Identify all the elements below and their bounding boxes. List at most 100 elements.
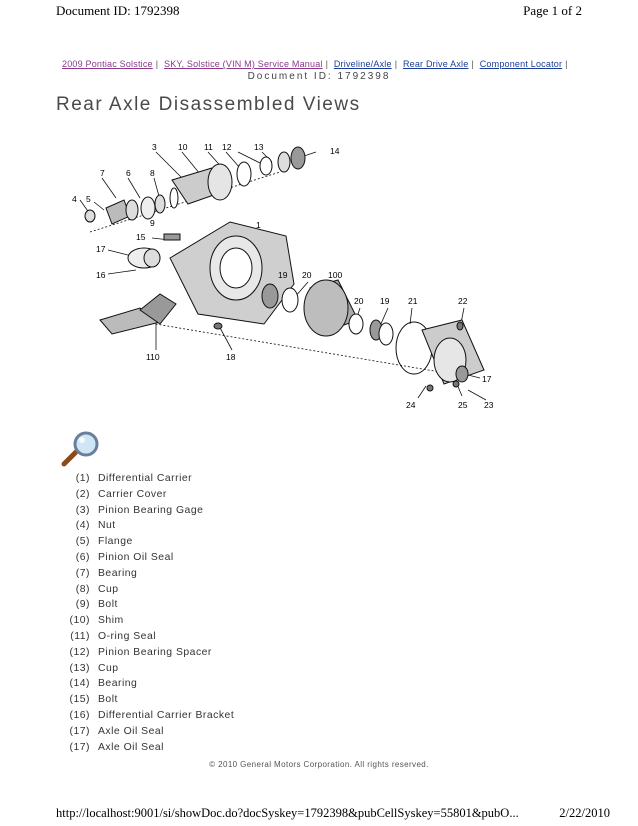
legend-item-number: (9)	[75, 599, 90, 611]
legend-item: (16) Differential Carrier Bracket	[62, 708, 234, 724]
legend-item: (15) Bolt	[62, 692, 234, 708]
legend-item: (17) Axle Oil Seal	[62, 724, 234, 740]
legend-item-description: Pinion Bearing Spacer	[98, 646, 212, 658]
breadcrumb-link-driveline-axle[interactable]: Driveline/Axle	[333, 59, 392, 69]
breadcrumb-separator: |	[394, 59, 398, 69]
callout-label: 12	[222, 142, 232, 152]
callout-label: 7	[100, 168, 105, 178]
callout-label: 15	[136, 232, 146, 242]
print-footer-url: http://localhost:9001/si/showDoc.do?docS…	[56, 806, 519, 820]
legend-item-number: (5)	[75, 536, 90, 548]
breadcrumb-link-rear-drive-axle[interactable]: Rear Drive Axle	[402, 59, 469, 69]
legend-item: (2)Carrier Cover	[62, 487, 234, 503]
legend-item-number: (16)	[69, 709, 90, 721]
callout-label: 16	[96, 270, 106, 280]
legend-item: (6) Pinion Oil Seal	[62, 550, 234, 566]
callout-label: 17	[482, 374, 492, 384]
legend-item: (7) Bearing	[62, 566, 234, 582]
legend-item: (5) Flange	[62, 534, 234, 550]
legend-item-number: (12)	[69, 646, 90, 658]
legend-item: (14)Bearing	[62, 676, 234, 692]
callout-label: 21	[408, 296, 418, 306]
exploded-view-diagram: 3 10 11 12 13 14 7 6 8 4 5 9 1 15 17 16 …	[72, 142, 494, 410]
legend-item-number: (11)	[70, 630, 90, 642]
legend-item-description: Nut	[98, 520, 116, 532]
callout-label: 14	[330, 146, 340, 156]
breadcrumb-separator: |	[565, 59, 568, 69]
copyright: © 2010 General Motors Corporation. All r…	[209, 760, 429, 769]
legend-item: (4) Nut	[62, 518, 234, 534]
callout-label: 10	[178, 142, 188, 152]
callout-label: 11	[204, 142, 213, 152]
legend-item-number: (10)	[69, 615, 90, 627]
callout-label: 18	[226, 352, 236, 362]
callout-label: 4	[72, 194, 77, 204]
print-footer: http://localhost:9001/si/showDoc.do?docS…	[0, 806, 638, 824]
breadcrumb-link-service-manual[interactable]: SKY, Solstice (VIN M) Service Manual	[164, 59, 323, 69]
legend-item-number: (3)	[75, 504, 90, 516]
breadcrumb-link-vehicle[interactable]: 2009 Pontiac Solstice	[62, 59, 153, 69]
legend-item-description: Pinion Bearing Gage	[98, 504, 204, 516]
legend-item: (9) Bolt	[62, 597, 234, 613]
callout-label: 1	[256, 220, 261, 230]
legend-item: (12) Pinion Bearing Spacer	[62, 645, 234, 661]
callout-label: 20	[302, 270, 312, 280]
legend-item-number: (17)	[69, 725, 90, 737]
callout-label: 17	[96, 244, 106, 254]
callout-label: 9	[150, 218, 155, 228]
callout-label: 25	[458, 400, 468, 410]
legend-item-number: (7)	[75, 567, 90, 579]
print-footer-date: 2/22/2010	[559, 806, 610, 820]
breadcrumb-link-component-locator[interactable]: Component Locator	[479, 59, 563, 69]
diagram-callouts: 3 10 11 12 13 14 7 6 8 4 5 9 1 15 17 16 …	[72, 142, 494, 410]
callout-label: 20	[354, 296, 364, 306]
print-header-doc-id: Document ID: 1792398	[56, 3, 180, 18]
legend-item-description: Bearing	[98, 678, 138, 690]
breadcrumb-separator: |	[155, 59, 159, 69]
legend-item-description: Pinion Oil Seal	[98, 551, 174, 563]
legend-item-number: (13)	[69, 662, 90, 674]
callout-label: 6	[126, 168, 131, 178]
callout-label: 22	[458, 296, 468, 306]
legend-item-number: (15)	[69, 694, 90, 706]
legend-item-description: Bearing	[98, 567, 138, 579]
legend-item-number: (1)	[75, 473, 90, 484]
callout-label: 13	[254, 142, 264, 152]
legend-item-number: (2)	[75, 488, 90, 500]
legend-item-description: Bolt	[98, 694, 118, 706]
legend-item: (11)O-ring Seal	[62, 629, 234, 645]
print-header: Document ID: 1792398 Page 1 of 2	[0, 0, 638, 22]
legend-item-description: Differential Carrier	[98, 473, 193, 484]
legend-item-description: Bolt	[98, 599, 118, 611]
legend-item: (10) Shim	[62, 613, 234, 629]
callout-label: 110	[146, 352, 160, 362]
legend-item-number: (17)	[69, 741, 90, 753]
callout-label: 19	[278, 270, 288, 280]
callout-label: 5	[86, 194, 91, 204]
legend-item-description: Axle Oil Seal	[98, 741, 164, 753]
callout-label: 23	[484, 400, 494, 410]
legend-item-number: (4)	[75, 520, 90, 532]
callout-label: 19	[380, 296, 390, 306]
legend-item: (17) Axle Oil Seal	[62, 740, 234, 756]
breadcrumb: 2009 Pontiac Solstice| SKY, Solstice (VI…	[62, 59, 582, 69]
legend-item-description: Shim	[98, 615, 124, 627]
legend-item-description: Cup	[98, 583, 119, 595]
page-title: Rear Axle Disassembled Views	[56, 94, 361, 115]
legend-item-description: Flange	[98, 536, 133, 548]
legend-item-description: Differential Carrier Bracket	[98, 709, 235, 721]
legend-item-number: (6)	[75, 551, 90, 563]
document-id: Document ID: 1792398	[247, 71, 391, 82]
callout-label: 24	[406, 400, 416, 410]
parts-legend: (1)Differential Carrier(2)Carrier Cover(…	[62, 471, 234, 755]
callout-label: 3	[152, 142, 157, 152]
legend-item-description: Axle Oil Seal	[98, 725, 164, 737]
breadcrumb-separator: |	[325, 59, 329, 69]
print-header-page: Page 1 of 2	[523, 3, 582, 18]
legend-item: (8)Cup	[62, 582, 234, 598]
legend-item: (13)Cup	[62, 661, 234, 677]
callout-label: 100	[328, 270, 342, 280]
callout-label: 8	[150, 168, 155, 178]
breadcrumb-separator: |	[471, 59, 475, 69]
magnify-icon[interactable]	[60, 430, 106, 468]
